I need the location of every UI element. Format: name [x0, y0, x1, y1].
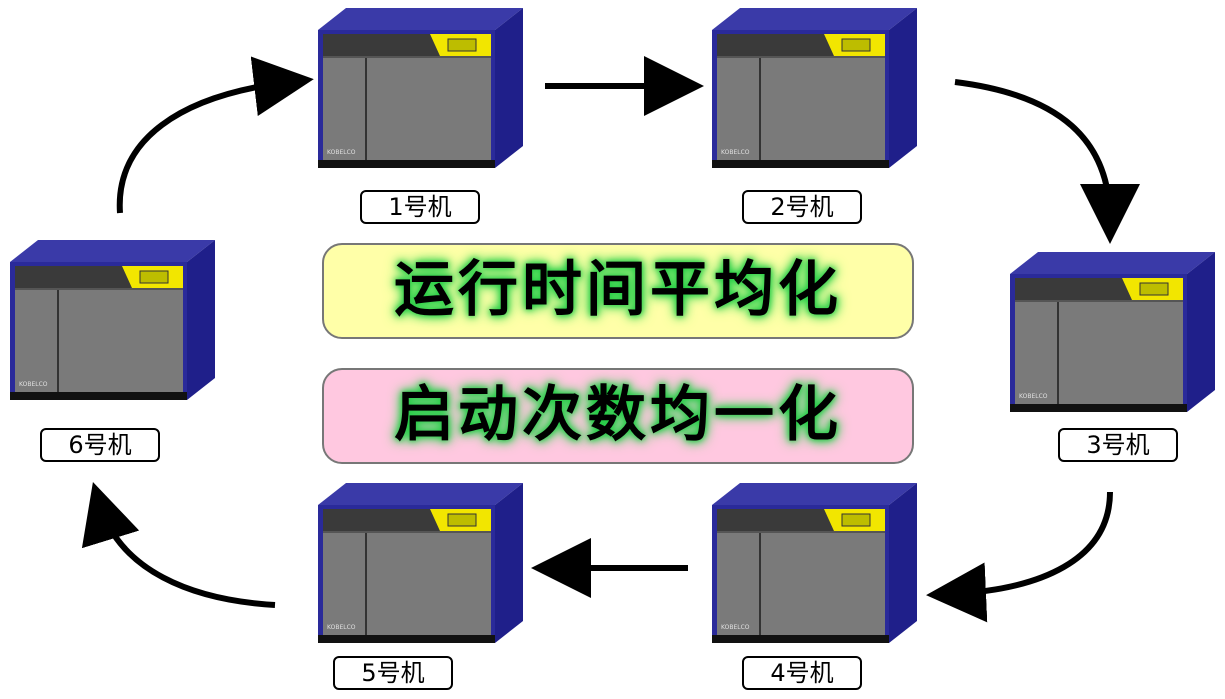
arrow-2-to-3 [954, 79, 1140, 244]
arrow-3-to-4 [926, 491, 1113, 623]
machine-label-5: 5号机 [333, 656, 453, 690]
machine-label-2: 2号机 [742, 190, 862, 224]
machine-label-3: 3号机 [1058, 428, 1178, 462]
banner-starts: 启动次数均一化 [322, 368, 914, 464]
banner-runtime: 运行时间平均化 [322, 243, 914, 339]
brand-mark: KOBELCO [721, 624, 750, 631]
machine-3: KOBELCO [1010, 252, 1220, 412]
machine-4: KOBELCO [712, 483, 922, 643]
brand-mark: KOBELCO [327, 624, 356, 631]
brand-mark: KOBELCO [721, 149, 750, 156]
machine-2: KOBELCO [712, 8, 922, 168]
machine-5: KOBELCO [318, 483, 528, 643]
machine-label-1: 1号机 [360, 190, 480, 224]
arrow-6-to-1 [116, 56, 314, 214]
brand-mark: KOBELCO [1019, 393, 1048, 400]
brand-mark: KOBELCO [19, 381, 48, 388]
machine-label-6: 6号机 [40, 428, 160, 462]
machine-1: KOBELCO [318, 8, 528, 168]
machine-6: KOBELCO [10, 240, 220, 400]
machine-label-4: 4号机 [742, 656, 862, 690]
brand-mark: KOBELCO [327, 149, 356, 156]
arrow-5-to-6 [81, 482, 276, 608]
